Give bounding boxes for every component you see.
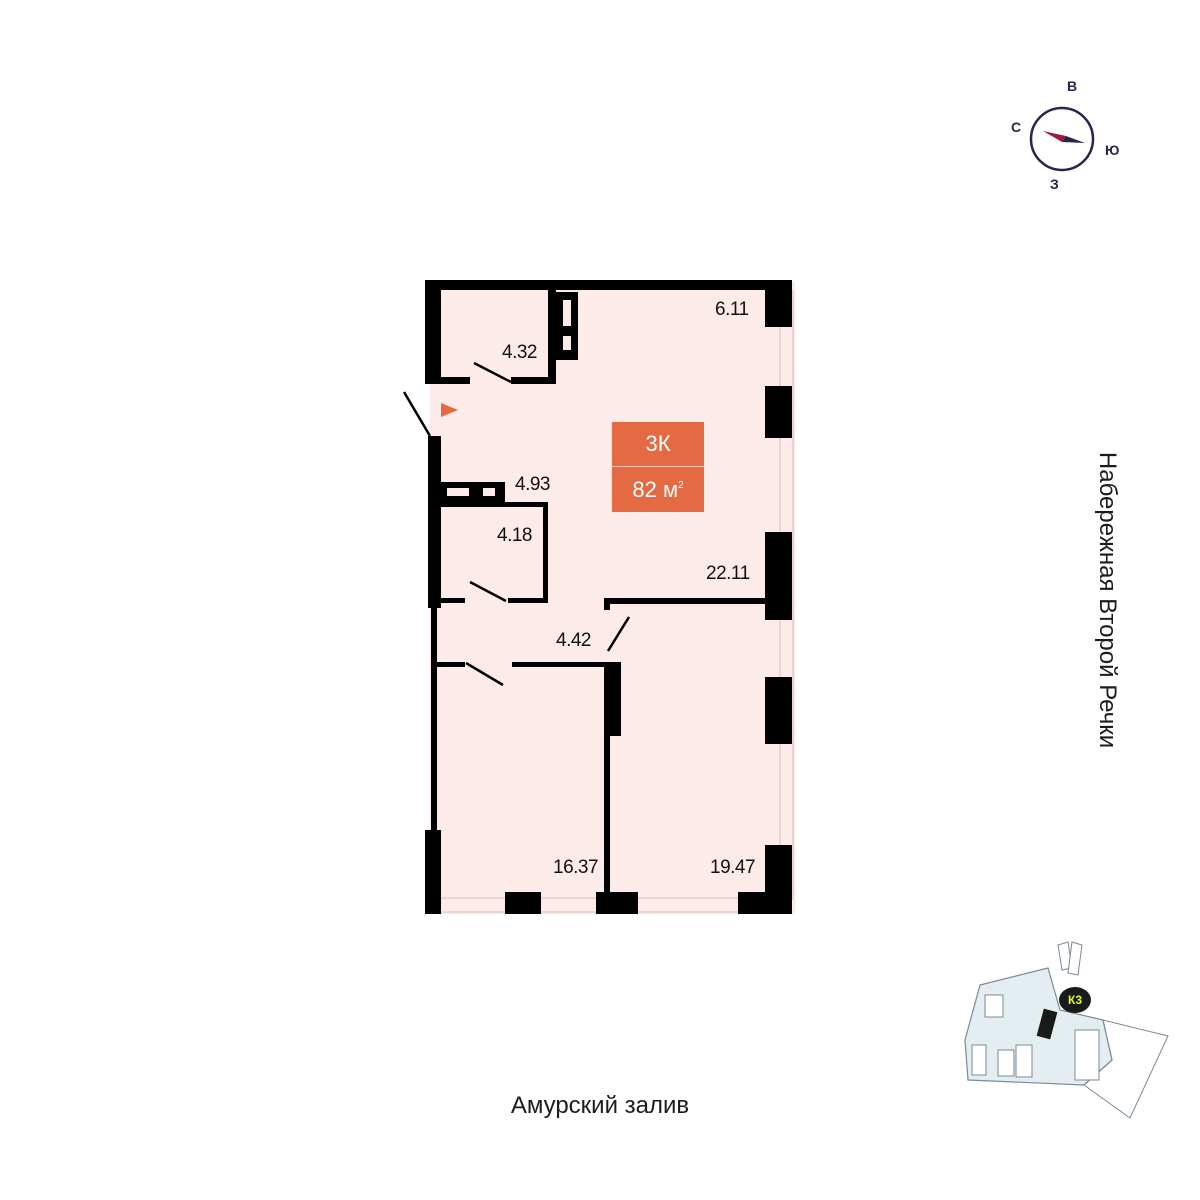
door-entrance	[402, 391, 432, 437]
room-area-bedroom-2: 19.47	[710, 857, 756, 878]
apartment-badge: 3К 82 м2	[612, 422, 704, 512]
room-area-kitchen: 6.11	[715, 299, 749, 320]
compass-ring	[1029, 106, 1095, 172]
entrance-marker-icon	[441, 403, 458, 417]
room-area-bathroom-2: 4.18	[497, 525, 532, 546]
wall-corridor-stub	[604, 598, 610, 610]
compass	[1029, 106, 1095, 172]
site-buildings	[971, 941, 1100, 1081]
badge-divider	[612, 466, 704, 467]
wall-living-bottom	[607, 598, 767, 604]
compass-east-label: В	[1067, 78, 1078, 94]
compass-south-label: Ю	[1105, 142, 1120, 158]
pier-bottom-3	[738, 892, 792, 914]
door-bathroom-2	[469, 580, 507, 603]
wall-left-top	[425, 280, 441, 384]
kitchen-shaft-inner-2	[563, 336, 571, 350]
apartment-area-unit-power: 2	[678, 480, 684, 491]
compass-north-label: С	[1011, 119, 1022, 135]
site-building-4	[1015, 1044, 1033, 1078]
wall-bath1-right	[548, 290, 556, 384]
wall-bath2-right	[543, 502, 548, 603]
street-label: Набережная Второй Речки	[1094, 451, 1121, 749]
bay-label: Амурский залив	[510, 1092, 690, 1119]
wall-bath2-top	[437, 502, 547, 507]
room-area-hallway: 4.93	[515, 474, 550, 495]
hallway-shaft-inner-2	[483, 488, 495, 496]
room-area-bedroom-1: 16.37	[553, 857, 599, 878]
kitchen-shaft-inner-1	[563, 300, 571, 326]
room-area-bathroom-1: 4.32	[502, 342, 537, 363]
wall-left-bottom	[425, 830, 441, 914]
wall-top	[425, 280, 792, 290]
door-bedroom-1	[465, 661, 504, 687]
site-map-building-marker: К3	[1068, 993, 1082, 1007]
compass-west-label: З	[1050, 176, 1059, 192]
hallway-shaft	[437, 482, 505, 502]
site-map	[964, 941, 1169, 1119]
wall-bedroom1-top-right	[512, 662, 610, 667]
pier-bottom-1	[505, 892, 541, 914]
site-building-1	[984, 994, 1004, 1018]
wall-partition-thin	[604, 662, 610, 912]
wall-bath1-bottom-right	[511, 377, 556, 384]
wall-left-lower	[428, 436, 441, 608]
hallway-shaft-inner-1	[447, 488, 469, 496]
wall-bedroom1-top-left	[437, 662, 465, 667]
wall-left-bottom-thin	[431, 608, 437, 833]
site-building-tower-2	[1067, 941, 1083, 976]
site-road	[1083, 1019, 1169, 1119]
compass-needle-south-icon	[1062, 136, 1085, 143]
pier-right-3	[765, 532, 792, 620]
site-building-5	[1074, 1029, 1100, 1081]
walls	[425, 280, 792, 914]
door-bedroom-2	[606, 616, 631, 652]
pier-right-1	[765, 280, 792, 327]
door-bathroom-1	[473, 361, 512, 384]
room-area-corridor: 4.42	[556, 630, 591, 651]
site-building-k3	[1036, 1008, 1058, 1040]
site-building-3	[997, 1049, 1015, 1077]
wall-bath1-bottom-left	[425, 377, 470, 384]
site-marker-k3	[1059, 987, 1091, 1013]
pier-right-2	[765, 386, 792, 438]
doors	[402, 361, 631, 687]
compass-needle-north-icon	[1043, 131, 1066, 142]
wall-bath2-bottom-right	[508, 598, 548, 603]
site-building-2	[971, 1044, 987, 1076]
pier-right-4	[765, 677, 792, 744]
wall-bath2-bottom-left	[437, 598, 465, 603]
apartment-area-unit: м	[662, 477, 679, 502]
room-area-living-room: 22.11	[706, 563, 750, 584]
apartment-area: 82 м2	[612, 468, 704, 512]
apartment-type: 3К	[645, 431, 671, 456]
apartment-area-value: 82	[632, 477, 657, 502]
pier-bottom-2	[596, 892, 638, 914]
